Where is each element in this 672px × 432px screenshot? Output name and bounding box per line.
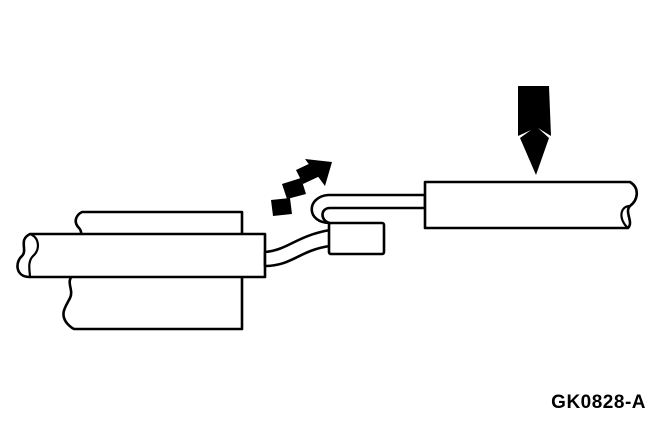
left-cable	[16, 232, 267, 279]
connector-sleeve	[327, 221, 386, 256]
push-down-arrow-icon	[518, 86, 551, 175]
left-cable-end-line	[28, 232, 39, 279]
bend-arrow-head-icon	[305, 159, 332, 186]
right-cable-end-line	[620, 204, 632, 230]
right-cable	[423, 180, 639, 230]
left-wire	[263, 228, 332, 268]
left-bracket-lower	[62, 274, 244, 331]
looped-wire	[310, 193, 427, 225]
bend-arrow-dash-1	[271, 198, 292, 216]
bend-arrow-dash-2	[282, 178, 306, 199]
figure-code: GK0828-A	[551, 392, 646, 413]
